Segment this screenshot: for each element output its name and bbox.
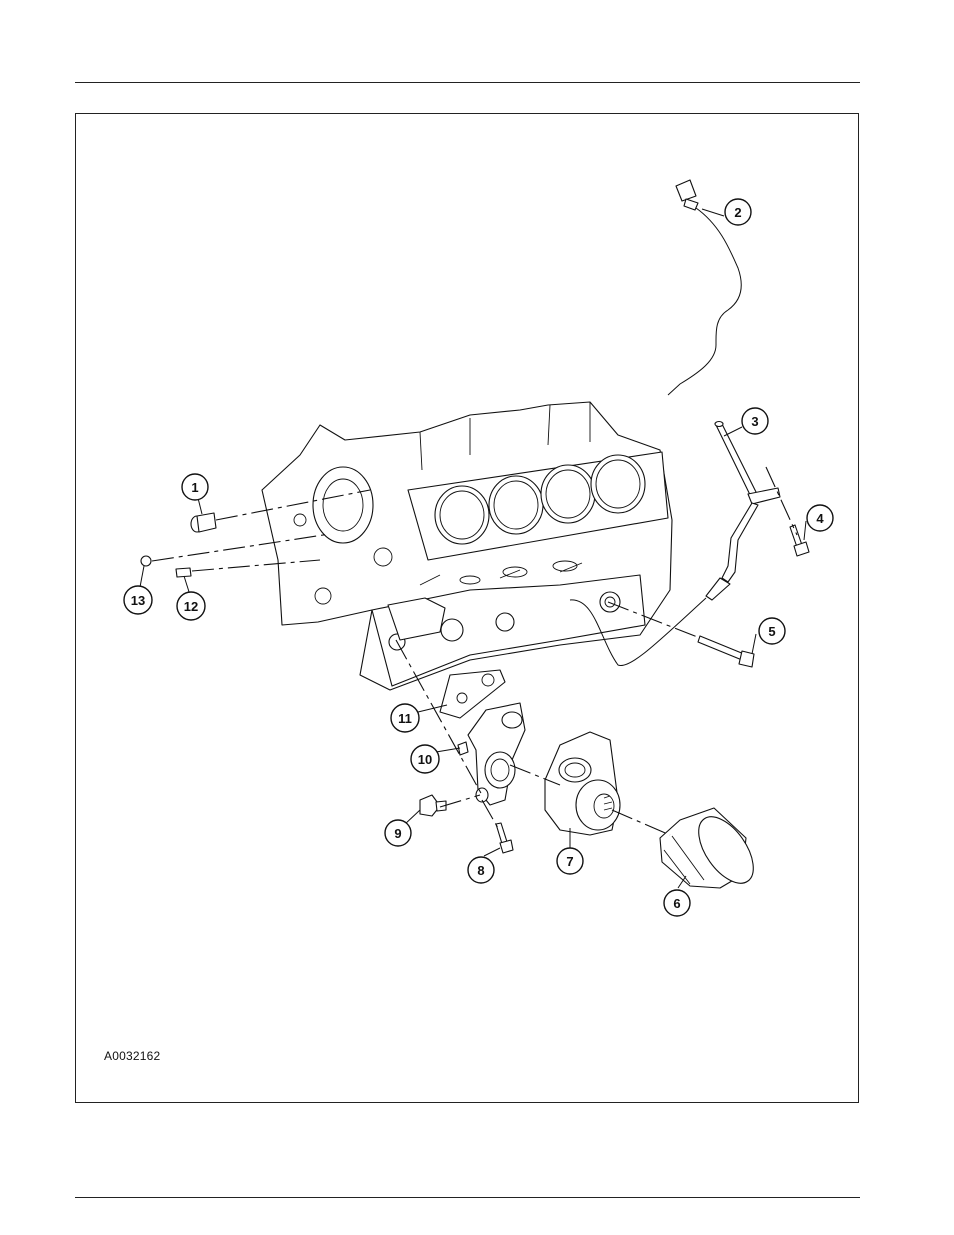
callout-1: 1 xyxy=(182,474,208,500)
callout-7: 7 xyxy=(557,848,583,874)
callout-5-text: 5 xyxy=(768,624,775,639)
callout-13: 13 xyxy=(124,586,152,614)
callout-10-text: 10 xyxy=(418,752,432,767)
callout-9: 9 xyxy=(385,820,411,846)
bottom-rule xyxy=(75,1197,860,1198)
callout-6-text: 6 xyxy=(673,896,680,911)
callout-5: 5 xyxy=(759,618,785,644)
callout-10: 10 xyxy=(411,745,439,773)
oil-pressure-sender xyxy=(420,795,446,816)
long-bolt xyxy=(698,636,754,667)
callout-13-text: 13 xyxy=(131,593,145,608)
oil-filter-adapter xyxy=(458,703,525,805)
callout-8: 8 xyxy=(468,857,494,883)
callout-1-text: 1 xyxy=(191,480,198,495)
dipstick-tube xyxy=(706,422,780,601)
dipstick-tube-bolt xyxy=(790,525,809,556)
callout-4-text: 4 xyxy=(816,511,824,526)
callout-9-text: 9 xyxy=(394,826,401,841)
callout-2-text: 2 xyxy=(734,205,741,220)
callout-11-text: 11 xyxy=(398,711,412,726)
plug xyxy=(191,513,216,532)
callout-3: 3 xyxy=(742,408,768,434)
callout-6: 6 xyxy=(664,890,690,916)
callout-4: 4 xyxy=(807,505,833,531)
callout-12-text: 12 xyxy=(184,599,198,614)
callout-7-text: 7 xyxy=(566,854,573,869)
callout-12: 12 xyxy=(177,592,205,620)
callout-2: 2 xyxy=(725,199,751,225)
cylinder-block xyxy=(262,402,672,690)
oil-filter xyxy=(660,807,764,892)
callout-8-text: 8 xyxy=(477,863,484,878)
callout-3-text: 3 xyxy=(751,414,758,429)
figure-id: A0032162 xyxy=(104,1049,160,1063)
callout-11: 11 xyxy=(391,704,419,732)
